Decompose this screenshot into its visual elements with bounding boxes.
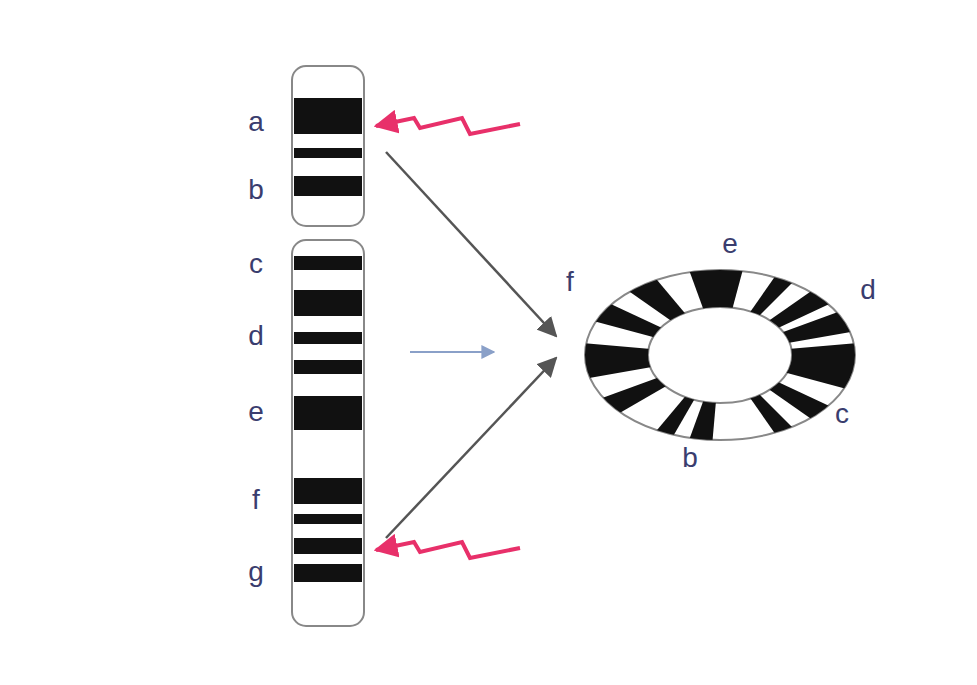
band-label: f [252,486,260,514]
band-label: c [249,250,263,278]
ring-band [527,270,720,355]
band-label: f [566,268,574,296]
fusion-arrow [386,152,556,336]
break-bolt [376,542,520,558]
band-label: b [682,444,698,472]
band-label: d [860,276,876,304]
ring-band [720,355,861,519]
chromosome-arm [292,240,364,626]
band-label: a [248,108,264,136]
chromosome-arm [292,66,364,226]
ring-band [652,155,772,355]
fusion-arrow [386,358,556,538]
band-label: e [248,398,264,426]
band-label: g [248,558,264,586]
band-label: b [248,176,264,204]
ring-band [720,355,901,470]
ring-chromosome [520,155,919,554]
fusion-arrow [410,351,494,353]
ring-band [556,202,720,355]
ring-band [720,287,917,355]
band-label: c [835,400,849,428]
break-bolt [376,118,520,134]
band-label: d [248,322,264,350]
ring-band [720,338,919,407]
ring-band [520,338,720,390]
band-label: e [722,230,738,258]
